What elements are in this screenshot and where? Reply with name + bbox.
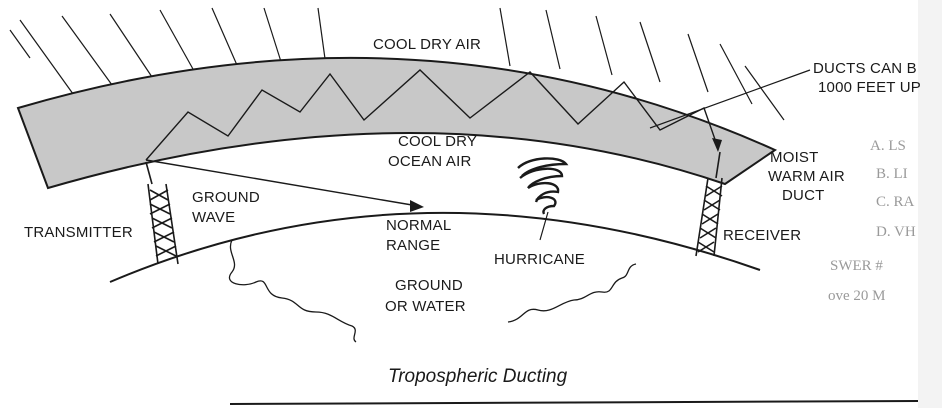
bleed-line-1: A. LS [870, 138, 906, 154]
ground-wave-ray [145, 159, 419, 207]
bleed-line-3: C. RA [876, 194, 915, 210]
label-ground-wave-line1: GROUND [192, 189, 260, 206]
bleed-line-6: ove 20 M [828, 288, 886, 304]
earth-surface-curve [109, 211, 761, 283]
ducted-signal-arrowhead [712, 138, 722, 152]
label-ground-wave-line2: WAVE [192, 209, 235, 226]
coastline-right [507, 263, 637, 323]
page-edge-bleed: A. LS B. LI C. RA D. VH SWER # ove 20 M [828, 0, 942, 408]
label-moist-line2: WARM AIR [768, 168, 845, 185]
figure-caption: Tropospheric Ducting [388, 366, 568, 387]
label-hurricane: HURRICANE [494, 251, 585, 268]
label-receiver: RECEIVER [723, 227, 801, 244]
label-transmitter: TRANSMITTER [24, 224, 133, 241]
label-moist-line1: MOIST [770, 149, 819, 166]
ground-wave-arrowhead [410, 200, 424, 212]
label-cool-dry-air: COOL DRY AIR [373, 36, 481, 53]
bleed-line-4: D. VH [876, 224, 916, 240]
page-bottom-rule [229, 400, 919, 405]
bleed-line-2: B. LI [876, 166, 908, 182]
label-cool-dry-ocean-line2: OCEAN AIR [388, 153, 472, 170]
transmitter-tower-icon [145, 161, 179, 265]
receiver-tower-icon [695, 151, 723, 257]
ducts-pointer-line [649, 69, 811, 129]
label-cool-dry-ocean-line1: COOL DRY [398, 133, 477, 150]
bleed-line-5: SWER # [830, 258, 883, 274]
label-normal-range-line1: NORMAL [386, 217, 451, 234]
label-ducts-line1: DUCTS CAN B [813, 60, 917, 77]
coastline-left [229, 239, 357, 343]
label-moist-line3: DUCT [782, 187, 824, 204]
ducted-signal-path [145, 69, 719, 161]
label-ground-or-water-line1: GROUND [395, 277, 463, 294]
label-ducts-line2: 1000 FEET UP [818, 79, 921, 96]
label-ground-or-water-line2: OR WATER [385, 298, 466, 315]
upper-atmosphere-hatching [9, 7, 785, 121]
hurricane-icon [517, 157, 569, 241]
moist-warm-air-duct-band [16, 56, 778, 190]
label-normal-range-line2: RANGE [386, 237, 440, 254]
